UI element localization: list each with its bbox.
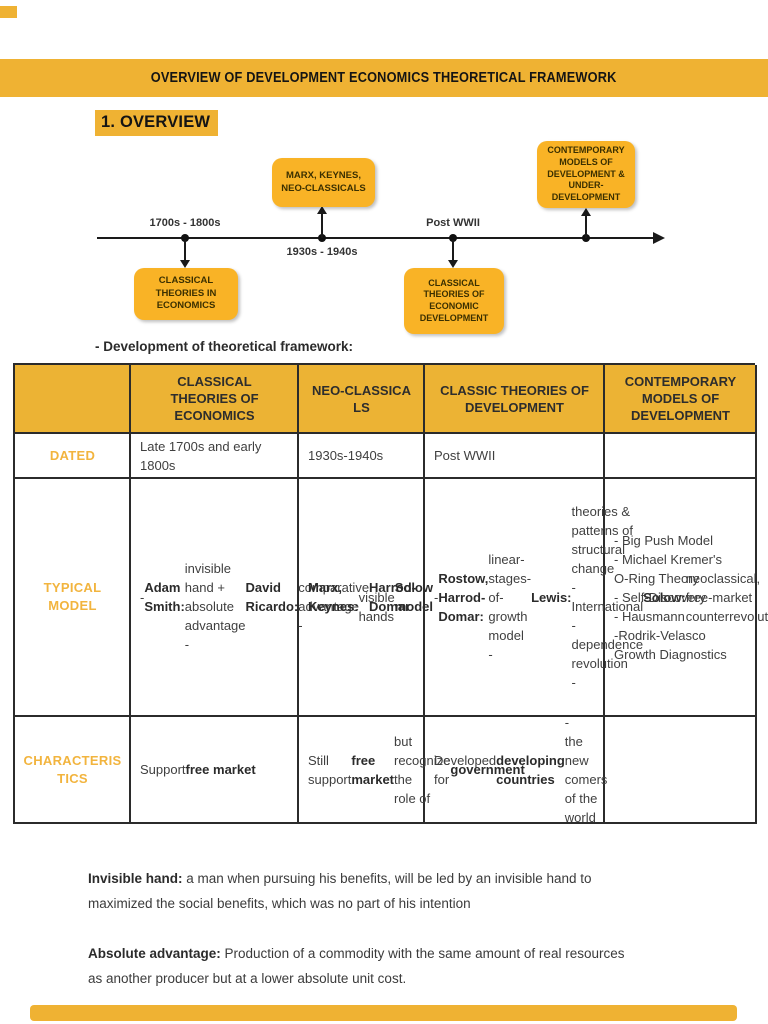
arrow-down-classical-dev-icon bbox=[448, 260, 458, 268]
next-page-edge-bar bbox=[30, 1005, 737, 1021]
row-label-dated: DATED bbox=[15, 434, 131, 479]
header-cell-classical: CLASSICAL THEORIES OF ECONOMICS bbox=[131, 365, 299, 434]
timeline-label-postwwii: Post WWII bbox=[426, 217, 480, 229]
timeline-dot-contemporary bbox=[582, 234, 590, 242]
timeline-box-classical-economics: CLASSICAL THEORIES IN ECONOMICS bbox=[134, 268, 238, 320]
table-caption: - Development of theoretical framework: bbox=[95, 339, 354, 354]
connector-contemporary bbox=[585, 215, 587, 238]
title-banner: OVERVIEW OF DEVELOPMENT ECONOMICS THEORE… bbox=[0, 59, 768, 97]
row-label-typical-model: TYPICAL MODEL bbox=[15, 479, 131, 717]
header-cell-classic-dev: CLASSIC THEORIES OF DEVELOPMENT bbox=[425, 365, 605, 434]
page-title: OVERVIEW OF DEVELOPMENT ECONOMICS THEORE… bbox=[151, 70, 617, 86]
footnotes: Invisible hand: a man when pursuing his … bbox=[88, 841, 736, 1016]
section-heading: 1. OVERVIEW bbox=[95, 110, 219, 136]
table-cell: Marx, Keynes: visible hands Solow model bbox=[299, 479, 433, 717]
connector-classical-dev bbox=[452, 240, 454, 261]
timeline-dot-postwwii bbox=[449, 234, 457, 242]
table-cell: Developed for developing countries - the… bbox=[425, 715, 607, 825]
connector-classical-econ bbox=[184, 240, 186, 261]
arrow-down-classical-econ-icon bbox=[180, 260, 190, 268]
timeline-arrowhead-icon bbox=[653, 232, 665, 244]
timeline-box-marx-keynes: MARX, KEYNES, NEO-CLASSICALS bbox=[272, 158, 375, 207]
arrow-up-marx-icon bbox=[317, 206, 327, 214]
timeline-box-contemporary: CONTEMPORARY MODELS OF DEVELOPMENT & UND… bbox=[537, 141, 635, 208]
table-cell: Post WWII bbox=[425, 434, 605, 479]
table-cell bbox=[605, 434, 757, 479]
table-cell: - Rostow, Harrod-Domar: linear-stages-of… bbox=[425, 479, 768, 717]
table-cell: 1930s-1940s bbox=[299, 434, 425, 479]
connector-marx bbox=[321, 213, 323, 238]
timeline-dot-1700s bbox=[181, 234, 189, 242]
timeline-label-1700s: 1700s - 1800s bbox=[149, 217, 221, 229]
timeline-axis bbox=[97, 237, 655, 239]
timeline-dot-1930s bbox=[318, 234, 326, 242]
header-cell-neoclassicals: NEO-CLASSICA LS bbox=[299, 365, 425, 434]
table-cell: - Adam Smith: invisible hand + absolute … bbox=[131, 479, 416, 717]
table-cell: Support free market bbox=[131, 717, 299, 824]
header-cell-blank bbox=[15, 365, 131, 434]
arrow-up-contemporary-icon bbox=[581, 208, 591, 216]
comparison-table: CLASSICAL THEORIES OF ECONOMICS NEO-CLAS… bbox=[13, 363, 768, 825]
table-cell: Late 1700s and early 1800s bbox=[131, 434, 299, 479]
timeline-box-classical-development: CLASSICAL THEORIES OF ECONOMIC DEVELOPME… bbox=[404, 268, 504, 334]
prev-page-edge-mark bbox=[0, 6, 17, 18]
row-label-characteristics: CHARACTERIS TICS bbox=[15, 717, 131, 824]
header-cell-contemporary: CONTEMPORARY MODELS OF DEVELOPMENT bbox=[605, 365, 757, 434]
table-cell: Still support free market but recognize … bbox=[299, 717, 525, 824]
note-absolute-advantage: Absolute advantage: Production of a comm… bbox=[88, 946, 625, 986]
table-cell bbox=[605, 717, 757, 824]
timeline-label-1930s: 1930s - 1940s bbox=[286, 246, 358, 258]
note-invisible-hand: Invisible hand: a man when pursuing his … bbox=[88, 871, 592, 911]
table-cell: - Big Push Model - Michael Kremer's O-Ri… bbox=[605, 479, 757, 717]
